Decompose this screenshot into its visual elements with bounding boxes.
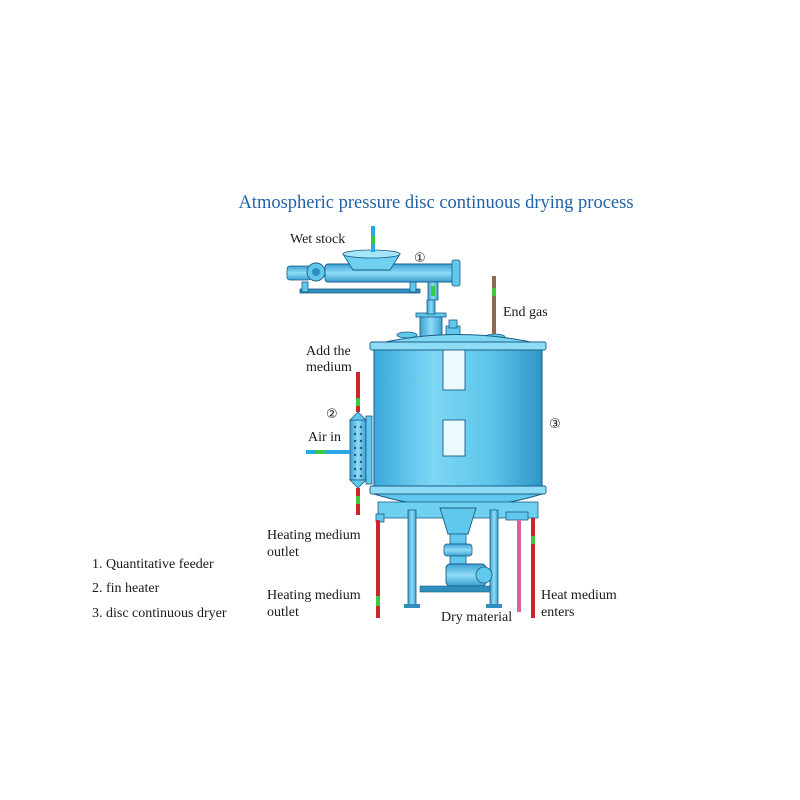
add-medium-label-line2: medium [306, 360, 352, 375]
legend-item-3: 3. disc continuous dryer [92, 606, 227, 621]
dryer-callout: ③ [549, 417, 561, 432]
end-gas-label: End gas [503, 305, 548, 320]
heating-outlet-a-line1: Heating medium [267, 528, 361, 543]
fin-heater [349, 411, 373, 489]
heating-outlet-b-line2: outlet [267, 605, 299, 620]
heating-outlet-b-line1: Heating medium [267, 588, 361, 603]
heat-enters-line2: enters [541, 605, 574, 620]
feeder-callout: ① [414, 251, 426, 266]
legend: 1. Quantitative feeder 2. fin heater 3. … [92, 557, 227, 621]
heating-outlet-a-line2: outlet [267, 545, 299, 560]
diagram-title: Atmospheric pressure disc continuous dry… [238, 193, 633, 213]
heater-callout: ② [326, 407, 338, 422]
legend-item-1: 1. Quantitative feeder [92, 557, 214, 572]
wet-stock-label: Wet stock [290, 232, 345, 247]
air-in-label: Air in [308, 430, 341, 445]
heat-enters-line1: Heat medium [541, 588, 617, 603]
add-medium-label-line1: Add the [306, 344, 351, 359]
disc-continuous-dryer [369, 299, 547, 608]
legend-item-2: 2. fin heater [92, 581, 160, 596]
dry-material-label: Dry material [441, 610, 512, 625]
